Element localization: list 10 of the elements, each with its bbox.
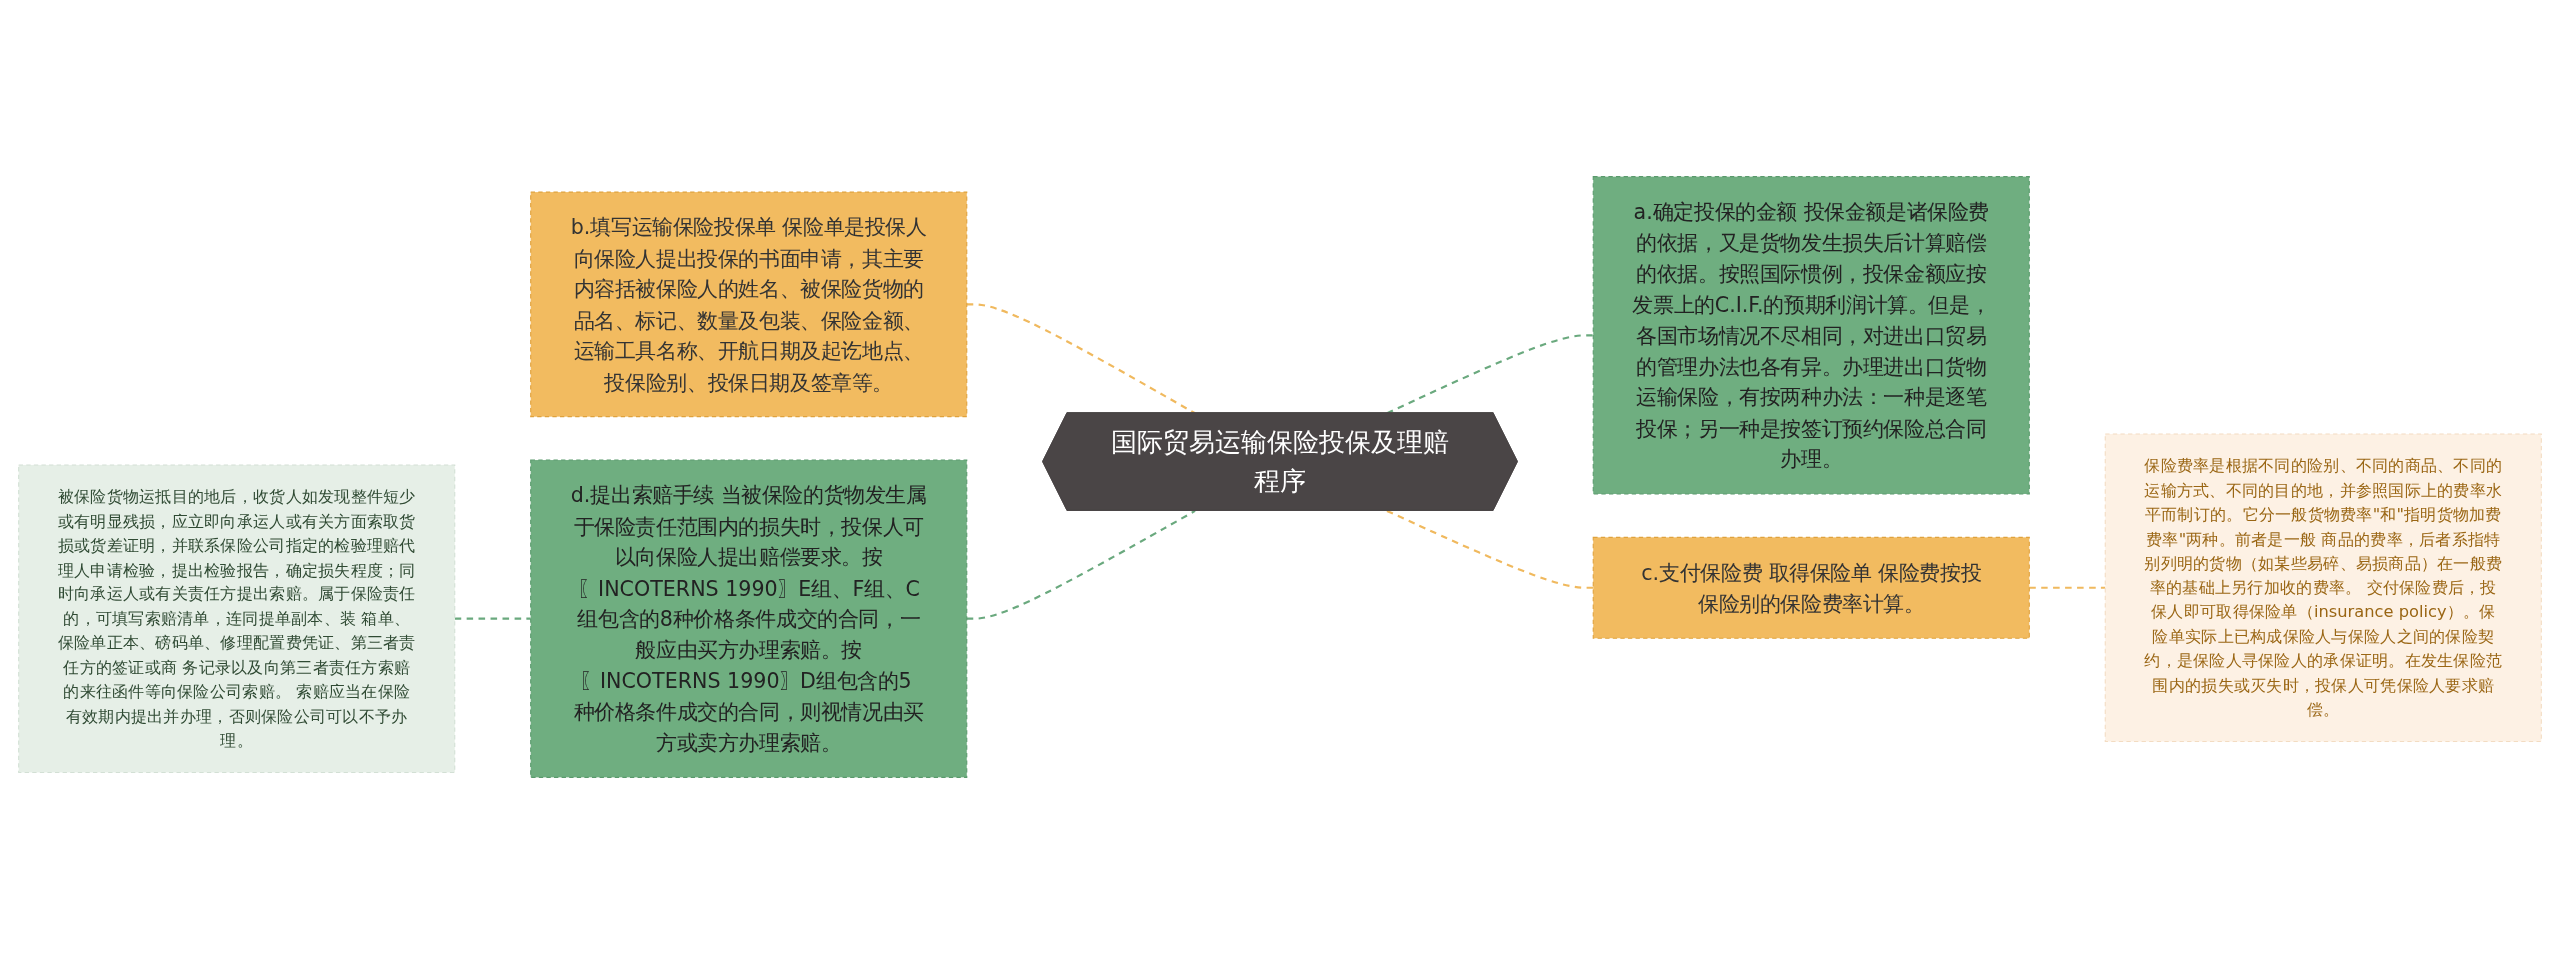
connector (1386, 509, 1594, 589)
node-box: 被保险货物运抵目的地后，收货人如发现整件短少或有明显残损，应立即向承运人或有关方面索取货损或货差证明，并联系保险公司指定的检验理赔代理人申请检验，提出检验报告，确定损失程度；同时向承运人或有关责任方提出索赔。属于保险责任的，可填写索赔清单，连同提单副本、装 箱单、保险单正本、磅码单、修理配置费凭证、第三者责任方的签证或商 务记录以及向第三者责任方索赔的来往函件等向保险公司索赔。 索赔应当在保险有效期内提出并办理，否则保险公司可以不予办理。 (18, 464, 456, 773)
node-box: d.提出索赔手续 当被保险的货物发生属于保险责任范围内的损失时，投保人可以向保险人提出赔偿要求。按〖INCOTERNS 1990〗E组、F组、C组包含的8种价格条件成交的合同，一般应由买方办理索赔。按〖INCOTERNS 1990〗D组包含的5 种价格条件成交的合同，则视情况由买方或卖方办理索赔。 (530, 459, 968, 778)
connector (2029, 586, 2106, 589)
connector (454, 617, 531, 620)
node-box: 保险费率是根据不同的险别、不同的商品、不同的运输方式、不同的目的地，并参照国际上的费率水平而制订的。它分一般货物费率"和"指明货物加费费率"两种。前者是一般 商品的费率，后者系指特别列明的货物（如某些易碎、易损商品）在一般费率的基础上另行加收的费率。 交付保险费后，投保人即可取得保险单（insurance policy）。保险单实际上已构成保险人与保险人之间的保险契约，是保险人寻保险人的承保证明。在发生保险范围内的损失或灭失时，投保人可凭保险人要求赔偿。 (2104, 433, 2542, 743)
node-box: c.支付保险费 取得保险单 保险费按投保险别的保险费率计算。 (1592, 536, 2030, 639)
node-box: b.填写运输保险投保单 保险单是投保人向保险人提出投保的书面申请，其主要内容括被保险人的姓名、被保险货物的品名、标记、数量及包装、保险金额、运输工具名称、开航日期及起讫地点、投保险别、投保日期及签章等。 (530, 191, 968, 418)
node-box: a.确定投保的金额 投保金额是诸保险费的依据，又是货物发生损失后计算赔偿的依据。按照国际惯例，投保金额应按发票上的C.I.F.的预期利润计算。但是，各国市场情况不尽相同，对进出口贸易的管理办法也各有异。办理进出口货物运输保险，有按两种办法：一种是逐笔投保；另一种是按签订预约保险总合同办理。 (1592, 176, 2030, 495)
connector (966, 509, 1196, 620)
